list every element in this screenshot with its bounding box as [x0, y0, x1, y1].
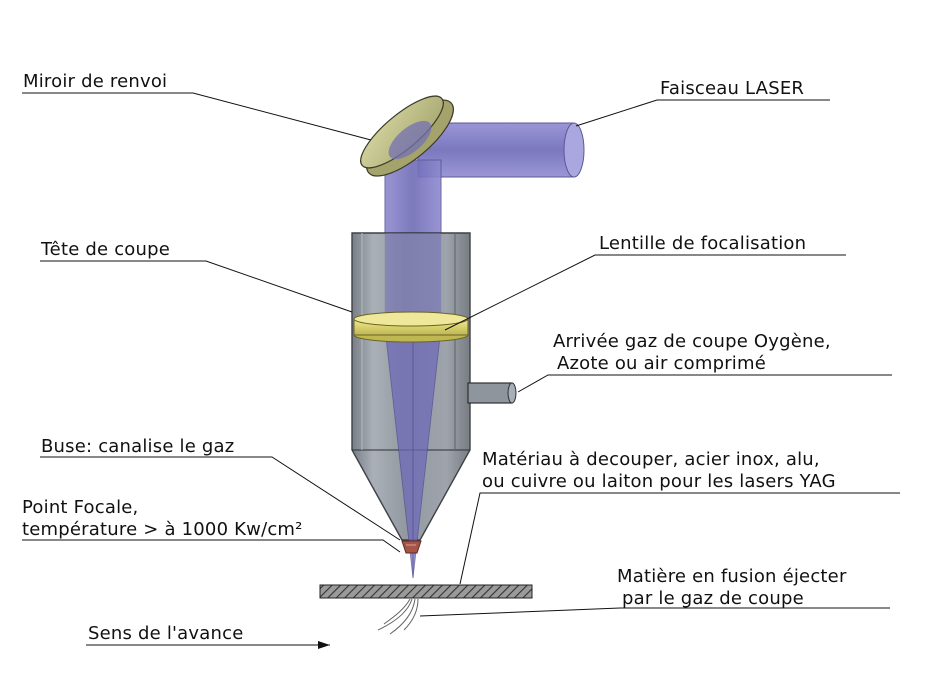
deflection-mirror	[360, 95, 454, 177]
focusing-lens	[353, 311, 469, 343]
label-laser-beam: Faisceau LASER	[660, 78, 805, 99]
leader-lines	[22, 92, 900, 646]
molten-material-streaks	[377, 598, 419, 635]
label-cutting-head: Tête de coupe	[41, 239, 171, 260]
label-molten-line1: Matière en fusion éjecter	[617, 566, 847, 587]
label-material-line1: Matériau à decouper, acier inox, alu,	[482, 449, 820, 470]
label-advance-direction: Sens de l'avance	[88, 623, 244, 644]
label-mirror: Miroir de renvoi	[23, 71, 168, 92]
label-focal-point-line2: température > à 1000 Kw/cm²	[22, 519, 303, 540]
label-focusing-lens: Lentille de focalisation	[599, 233, 807, 254]
label-nozzle: Buse: canalise le gaz	[41, 436, 235, 457]
gas-inlet-pipe	[467, 382, 517, 404]
label-gas-inlet-line1: Arrivée gaz de coupe Oygène,	[553, 331, 831, 352]
label-gas-inlet-line2: Azote ou air comprimé	[557, 353, 767, 374]
focused-beam	[384, 233, 442, 579]
label-molten-line2: par le gaz de coupe	[622, 588, 804, 609]
workpiece-plate	[319, 584, 533, 599]
label-material-line2: ou cuivre ou laiton pour les lasers YAG	[482, 471, 836, 492]
laser-beam-horizontal	[417, 122, 585, 178]
advance-direction-arrowhead	[318, 641, 330, 649]
label-focal-point-line1: Point Focale,	[22, 497, 139, 518]
nozzle-tip	[401, 540, 422, 554]
